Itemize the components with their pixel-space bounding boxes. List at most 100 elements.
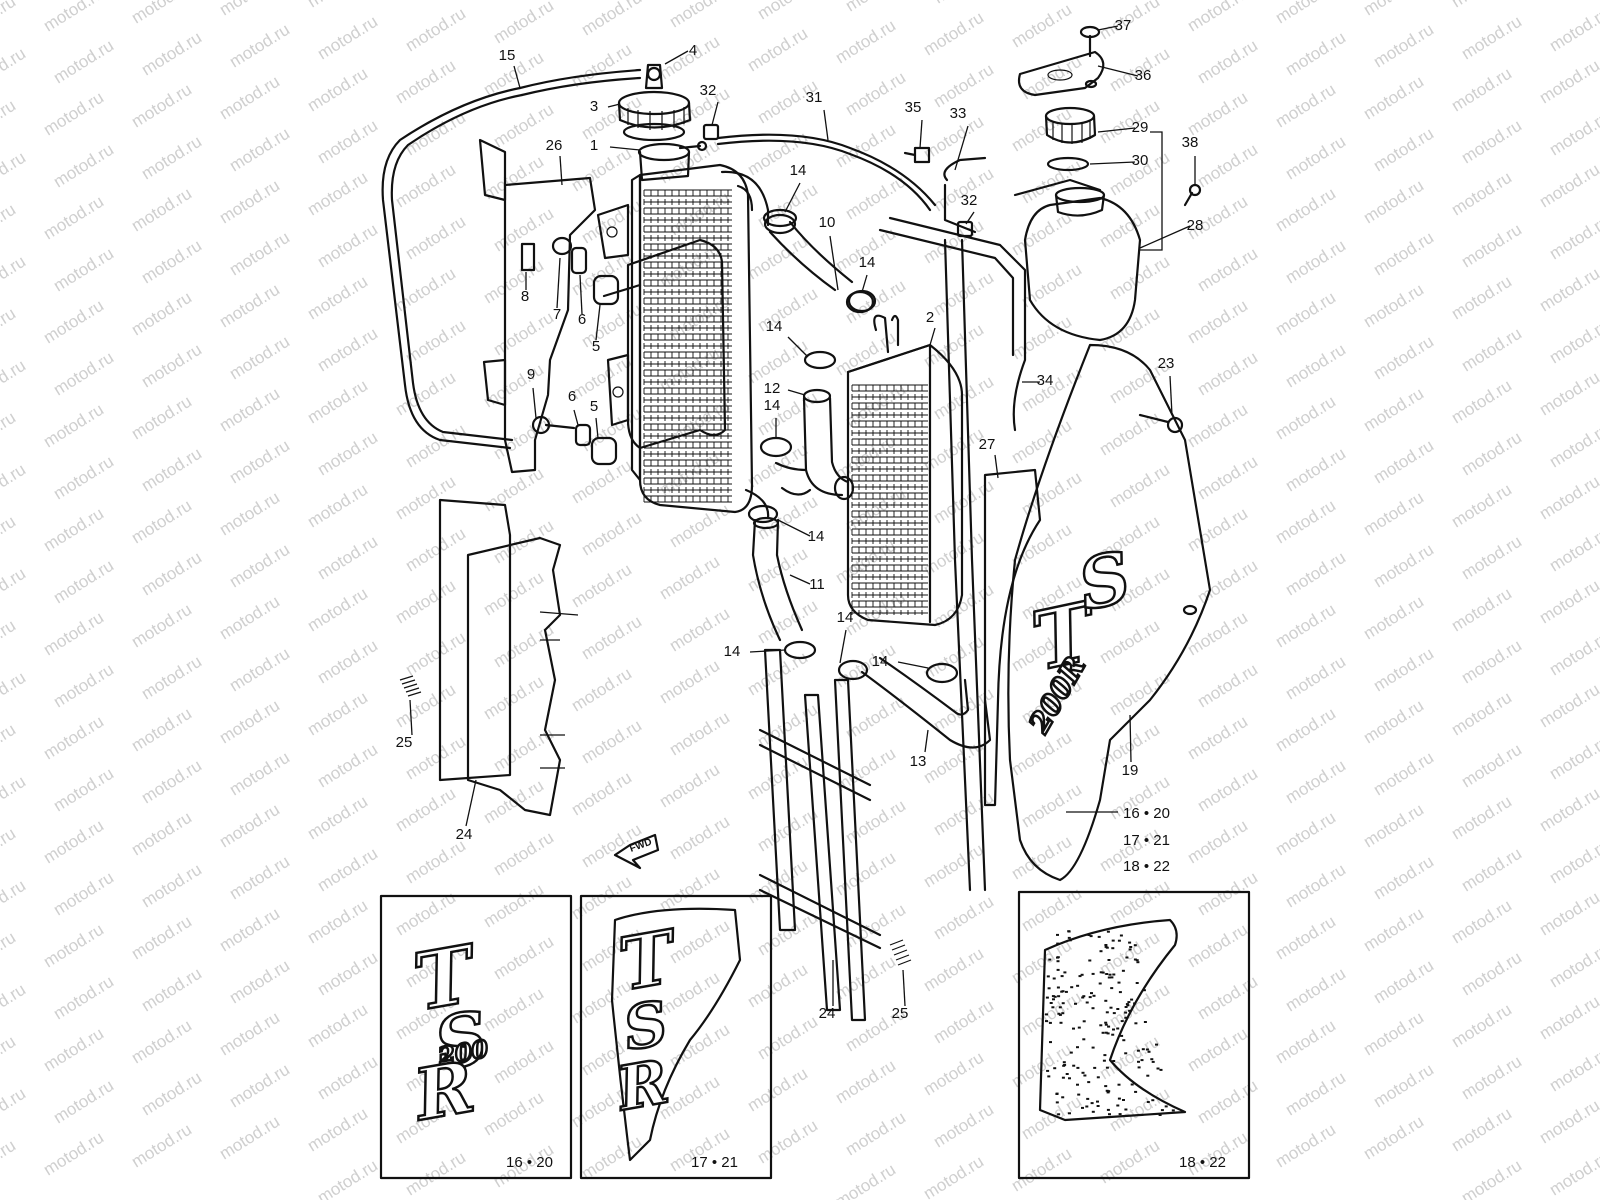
callout-c26: 26 xyxy=(546,137,563,154)
decal-speckle xyxy=(1108,1113,1111,1116)
callout-c27: 27 xyxy=(979,436,996,453)
watermark-text: motod.ru xyxy=(128,288,195,340)
decal-speckle xyxy=(1130,1083,1134,1086)
watermark-text: motod.ru xyxy=(392,368,459,420)
decal-speckle xyxy=(1106,1091,1110,1094)
watermark-text: motod.ru xyxy=(40,504,107,556)
callout-c14h: 14 xyxy=(872,653,889,670)
decal-speckle xyxy=(1096,1100,1099,1103)
decal-speckle xyxy=(1046,1069,1050,1072)
decal-speckle xyxy=(1150,1058,1154,1061)
watermark-text: motod.ru xyxy=(138,1068,205,1120)
decal-speckle xyxy=(1056,986,1060,989)
decal-speckle xyxy=(1164,1105,1168,1108)
watermark-text: motod.ru xyxy=(226,644,293,696)
decal-speckle xyxy=(1061,1076,1065,1079)
callout-c28: 28 xyxy=(1187,217,1204,234)
watermark-text: motod.ru xyxy=(314,740,381,792)
decal-speckle xyxy=(1121,969,1125,972)
watermark-text: motod.ru xyxy=(1360,800,1427,852)
decal-speckle xyxy=(1112,1060,1116,1062)
callout-c4: 4 xyxy=(689,42,697,59)
decal-box-2-label: 17 • 21 xyxy=(691,1154,738,1171)
watermark-text: motod.ru xyxy=(50,660,117,712)
watermark-text: motod.ru xyxy=(1184,88,1251,140)
decal-speckle xyxy=(1106,930,1110,933)
decal-speckle xyxy=(1128,941,1132,944)
decal-speckle xyxy=(1171,1109,1175,1112)
decal-speckle xyxy=(1098,982,1102,985)
watermark-text: motod.ru xyxy=(392,56,459,108)
leader-line xyxy=(861,274,868,293)
decal-speckle xyxy=(1112,1012,1116,1015)
watermark-text: motod.ru xyxy=(1272,912,1339,964)
watermark-text: motod.ru xyxy=(1272,288,1339,340)
watermark-text: motod.ru xyxy=(0,876,29,928)
watermark-text: motod.ru xyxy=(1370,20,1437,72)
callout-c13: 13 xyxy=(910,753,927,770)
decal-speckle xyxy=(1091,1046,1095,1049)
callout-c37: 37 xyxy=(1115,17,1132,34)
watermark-text: motod.ru xyxy=(578,612,645,664)
decal-speckle xyxy=(1089,935,1093,938)
leader-line xyxy=(595,417,599,439)
decal-speckle xyxy=(1124,1108,1128,1111)
decal-speckle xyxy=(1070,986,1074,989)
watermark-text: motod.ru xyxy=(216,1008,283,1060)
decal-speckle xyxy=(1048,958,1052,961)
decal-speckle xyxy=(1088,959,1092,962)
watermark-text: motod.ru xyxy=(1360,384,1427,436)
watermark-text: motod.ru xyxy=(314,948,381,1000)
decal-speckle xyxy=(1155,1043,1158,1046)
watermark-text: motod.ru xyxy=(392,784,459,836)
watermark-text: motod.ru xyxy=(1370,228,1437,280)
callout-c14d: 14 xyxy=(764,397,781,414)
callout-c1620: 16 • 20 xyxy=(1123,805,1170,822)
watermark-text: motod.ru xyxy=(744,960,811,1012)
decal-speckle xyxy=(1091,1007,1095,1010)
decal-speckle xyxy=(1099,1024,1103,1027)
watermark-text: motod.ru xyxy=(40,816,107,868)
decal-speckle xyxy=(1045,1013,1048,1016)
decal-speckle xyxy=(1096,1076,1100,1079)
decal-speckle xyxy=(1085,1001,1089,1004)
watermark-text: motod.ru xyxy=(1194,244,1261,296)
decal-speckle xyxy=(1101,971,1105,974)
watermark-text: motod.ru xyxy=(754,1116,821,1168)
hoses xyxy=(716,133,992,749)
watermark-text: motod.ru xyxy=(1370,644,1437,696)
decal-speckle xyxy=(1116,1008,1120,1010)
leader-line xyxy=(954,125,969,171)
callout-c14g: 14 xyxy=(724,643,741,660)
watermark-text: motod.ru xyxy=(1448,584,1515,636)
watermark-text: motod.ru xyxy=(40,88,107,140)
watermark-text: motod.ru xyxy=(930,372,997,424)
watermark-text: motod.ru xyxy=(1008,0,1075,51)
watermark-text: motod.ru xyxy=(226,540,293,592)
leader-line xyxy=(784,182,801,213)
watermark-text: motod.ru xyxy=(1282,132,1349,184)
decal-speckle xyxy=(1068,1112,1071,1115)
watermark-text: motod.ru xyxy=(920,1152,987,1200)
decal-speckle xyxy=(1065,1073,1069,1075)
decal-speckle xyxy=(1091,1110,1095,1113)
watermark-text: motod.ru xyxy=(1458,324,1525,376)
decal-speckle xyxy=(1081,1071,1085,1074)
decal-speckle xyxy=(1151,1099,1155,1102)
watermark-text: motod.ru xyxy=(490,932,557,984)
watermark-text: motod.ru xyxy=(128,184,195,236)
leader-line xyxy=(777,519,811,537)
watermark-text: motod.ru xyxy=(1546,732,1600,784)
leader-line xyxy=(579,274,583,315)
decal-speckle xyxy=(1067,930,1071,933)
watermark-text: motod.ru xyxy=(754,1012,821,1064)
watermark-text: motod.ru xyxy=(226,748,293,800)
watermark-text: motod.ru xyxy=(1184,816,1251,868)
watermark-text: motod.ru xyxy=(578,0,645,39)
watermark-text: motod.ru xyxy=(920,1048,987,1100)
callout-c14b: 14 xyxy=(859,254,876,271)
callout-c1: 1 xyxy=(590,137,598,154)
watermark-text: motod.ru xyxy=(842,1108,909,1160)
watermark-text: motod.ru xyxy=(216,72,283,124)
watermark-text: motod.ru xyxy=(754,0,821,23)
